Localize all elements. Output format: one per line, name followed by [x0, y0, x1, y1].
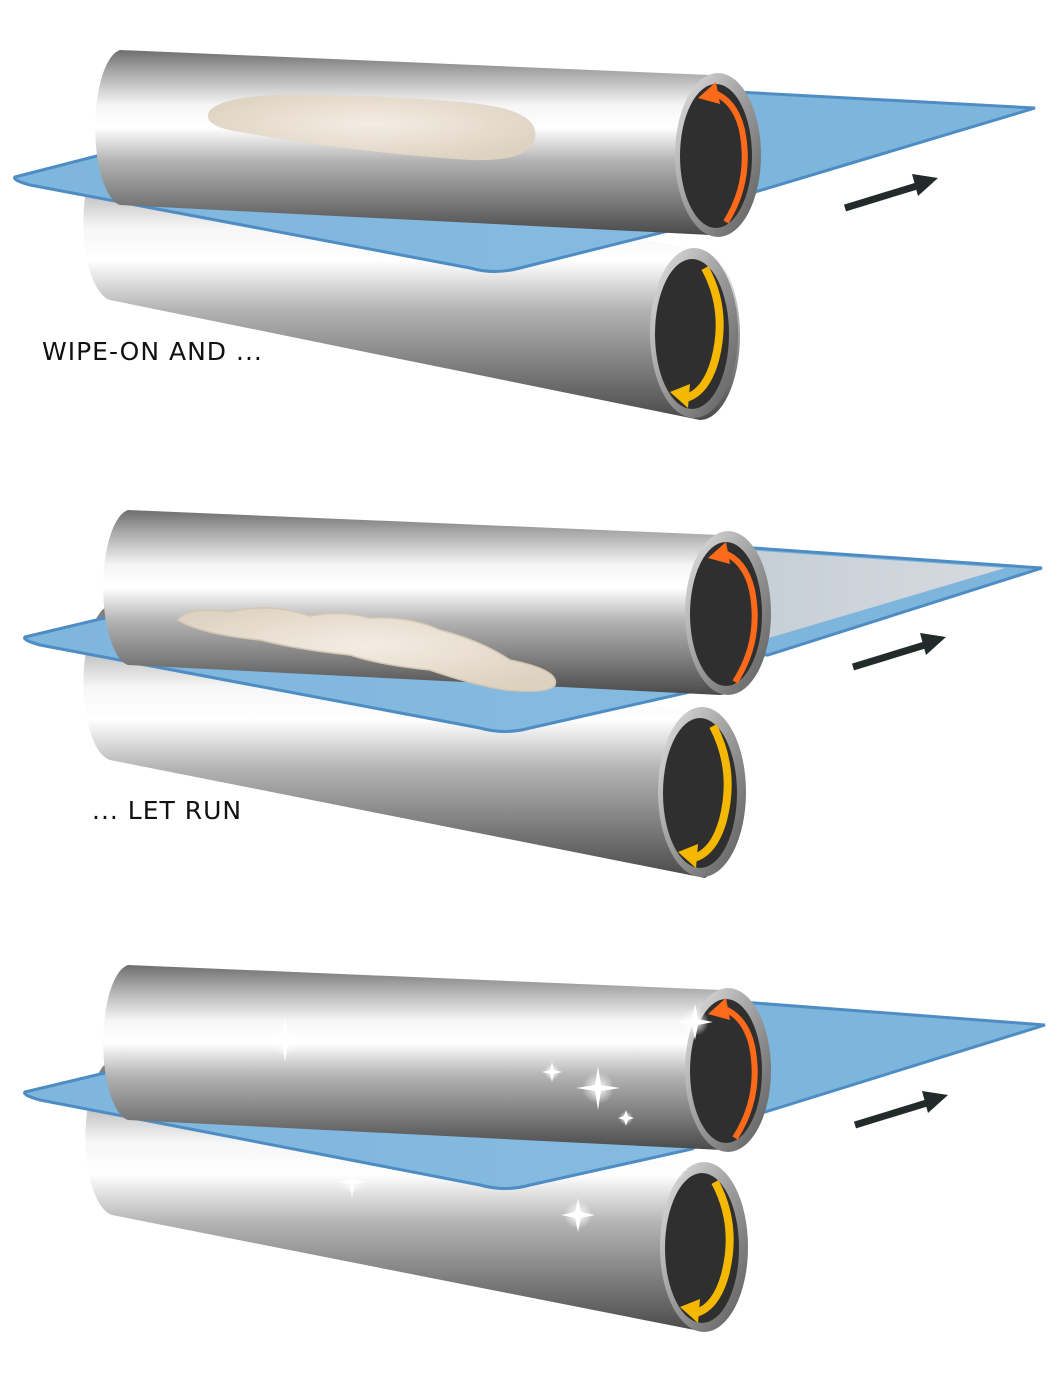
- sparkle-icon: [263, 1018, 307, 1062]
- upper-roll-end: [675, 73, 761, 237]
- rotate-arrow-yellow-icon: [684, 266, 724, 402]
- step-3: [23, 965, 1046, 1332]
- cream-blob: [208, 94, 536, 161]
- step-1: [13, 50, 1036, 420]
- sparkle-icon: [561, 1198, 595, 1232]
- sparkle-icon: [618, 1110, 634, 1126]
- sheet-far-coated: [715, 548, 1005, 640]
- step-2-caption: ... LET RUN: [92, 796, 243, 825]
- rotate-arrow-orange-icon: [720, 1005, 758, 1140]
- upper-roll: [103, 965, 760, 1150]
- upper-roll: [103, 510, 758, 695]
- lower-roll-end: [658, 707, 746, 877]
- lower-roll-end: [660, 1162, 748, 1332]
- sparkle-icon: [336, 1166, 368, 1198]
- sparkle-icon: [542, 1062, 562, 1082]
- step-2: [23, 510, 1043, 878]
- rotate-arrow-orange-icon: [710, 89, 748, 224]
- cream-spreading: [176, 607, 557, 692]
- feed-direction-arrow-icon: [843, 174, 938, 212]
- sparkle-icon: [576, 1066, 620, 1110]
- rotate-arrow-yellow-icon: [692, 724, 732, 862]
- feed-direction-arrow-icon: [851, 633, 946, 671]
- sparkle-icon: [664, 1158, 688, 1182]
- upper-roll-end: [685, 531, 771, 695]
- rotate-arrow-orange-icon: [720, 549, 758, 684]
- rotate-arrow-yellow-icon: [694, 1180, 734, 1317]
- feed-direction-arrow-icon: [853, 1091, 948, 1129]
- lower-roll-end: [650, 248, 738, 418]
- step-1-caption: WIPE-ON AND ...: [42, 337, 263, 366]
- sparkle-icon: [677, 1004, 713, 1040]
